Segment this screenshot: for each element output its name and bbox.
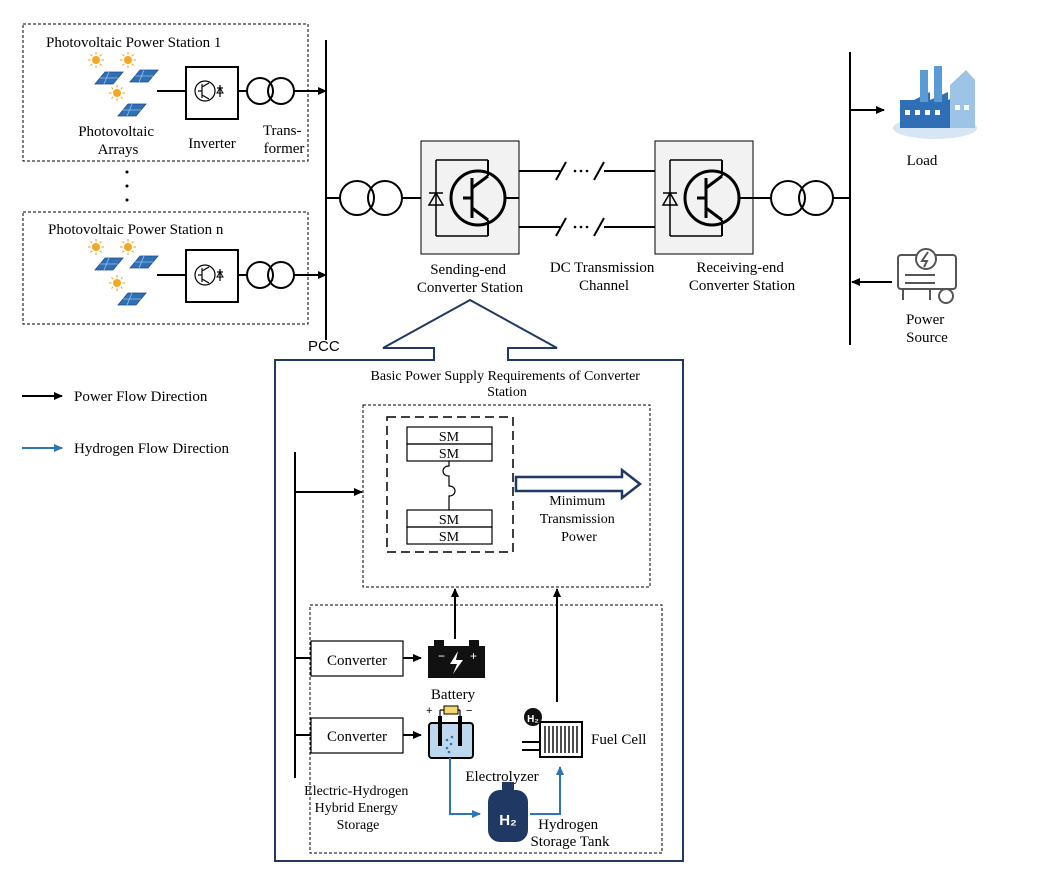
pcc-label: PCC [308, 338, 340, 355]
sending-end-label-line2: Converter Station [417, 280, 524, 296]
converter-1-label: Converter [327, 653, 387, 669]
minimum-transmission-line2: Transmission [540, 512, 615, 527]
receiving-end-converter: Receiving-end Converter Station [654, 140, 796, 294]
load-label: Load [907, 153, 938, 169]
sm-label-3: SM [439, 513, 460, 528]
receiving-end-label-line1: Receiving-end [696, 260, 784, 276]
transformer-label: Trans- former [263, 123, 305, 157]
electrolyzer-icon: + − [426, 705, 474, 759]
detail-title: Basic Power Supply Requirements of Conve… [371, 369, 644, 400]
legend: Power Flow Direction Hydrogen Flow Direc… [22, 389, 229, 457]
minimum-transmission-arrow [514, 467, 643, 501]
pv-arrays-label: Photovoltaic Arrays [78, 124, 158, 158]
fuel-cell-h2-symbol: H₂ [527, 714, 539, 725]
sending-end-converter: Sending-end Converter Station [417, 140, 524, 296]
svg-text:+: + [470, 649, 477, 663]
inverter-n-icon [194, 264, 224, 286]
dc-channel-label-line2: Channel [579, 278, 629, 294]
power-source-label-line1: Power [906, 312, 944, 328]
minimum-transmission-line3: Power [561, 530, 597, 545]
fuel-cell-label: Fuel Cell [591, 732, 646, 748]
pv-station-1-title: Photovoltaic Power Station 1 [46, 35, 221, 51]
inverter-label: Inverter [188, 136, 235, 152]
receiving-end-label-line2: Converter Station [689, 278, 796, 294]
converter-2-label: Converter [327, 729, 387, 745]
detail-callout-frame [274, 298, 684, 862]
transformer-n-icon [246, 261, 295, 289]
hydrogen-tank-icon: H₂ [488, 782, 528, 842]
sm-connector-icon [442, 461, 456, 510]
hybrid-storage-label-line2: Hybrid Energy [315, 801, 398, 816]
legend-power-label: Power Flow Direction [74, 389, 208, 405]
pv-station-1-frame [22, 23, 309, 162]
mmc-frame [362, 404, 651, 588]
factory-icon [893, 66, 977, 139]
tank-to-fuelcell-flow [530, 766, 564, 815]
pv-arrays-label-line1: Photovoltaic [78, 124, 154, 140]
pv-array-n-icon [87, 238, 159, 306]
fuel-cell-icon: H₂ [522, 708, 583, 758]
inverter-1-icon [194, 80, 224, 102]
transformer-1-icon [246, 77, 295, 105]
dc-channel-label: DC Transmission Channel [550, 260, 658, 294]
transformer-label-line1: Trans- [263, 123, 302, 139]
svg-text:−: − [466, 705, 472, 717]
sending-end-label-line1: Sending-end [430, 262, 506, 278]
legend-hydrogen-label: Hydrogen Flow Direction [74, 441, 229, 457]
detail-title-line2: Station [487, 385, 527, 400]
hybrid-storage-label-line1: Electric-Hydrogen [304, 784, 408, 799]
storage-frame [309, 604, 663, 854]
pv-station-n-title: Photovoltaic Power Station n [48, 222, 224, 238]
hybrid-storage-label-line3: Storage [337, 818, 380, 833]
minimum-transmission-line1: Minimum [549, 494, 605, 509]
battery-icon: − + [428, 640, 485, 678]
dc-channel-label-line1: DC Transmission [550, 260, 655, 276]
receiving-end-igbt-icon [661, 159, 753, 237]
receiving-transformer-icon [770, 180, 834, 216]
sending-end-igbt-icon [427, 159, 519, 237]
svg-text:−: − [438, 649, 445, 663]
hybrid-storage-label: Electric-Hydrogen Hybrid Energy Storage [304, 784, 412, 833]
transformer-label-line2: former [264, 141, 305, 157]
battery-label: Battery [431, 687, 476, 703]
pv-station-1: Photovoltaic Power Station 1 Photovoltai… [22, 23, 327, 162]
station-ellipsis [125, 170, 129, 202]
power-source-icon [897, 248, 957, 304]
h2-tank-label: Hydrogen Storage Tank [530, 817, 610, 850]
pv-array-1-icon [87, 51, 159, 117]
detail-title-line1: Basic Power Supply Requirements of Conve… [371, 369, 641, 384]
inverter-n-box [185, 249, 239, 303]
sending-transformer-icon [339, 180, 403, 216]
pv-arrays-label-line2: Arrays [98, 142, 139, 158]
dc-transmission-channel: DC Transmission Channel [519, 161, 658, 294]
power-source-label-line2: Source [906, 330, 948, 346]
electrolyzer-to-tank-flow [449, 758, 481, 818]
sm-label-4: SM [439, 530, 460, 545]
sm-stack-frame [386, 416, 514, 553]
electrolyzer-label: Electrolyzer [465, 769, 538, 785]
h2-tank-label-line1: Hydrogen [538, 817, 598, 833]
h2-tank-label-line2: Storage Tank [530, 834, 610, 850]
pv-station-n: Photovoltaic Power Station n [22, 211, 327, 325]
svg-text:+: + [426, 705, 432, 717]
receiving-end-label: Receiving-end Converter Station [689, 260, 796, 294]
minimum-transmission-label: Minimum Transmission Power [540, 494, 618, 545]
sm-label-2: SM [439, 447, 460, 462]
sm-label-1: SM [439, 430, 460, 445]
sm-module-4: SM [406, 526, 493, 545]
power-source-label: Power Source [906, 312, 948, 346]
pv-station-n-frame [22, 211, 309, 325]
tank-h2-symbol: H₂ [499, 812, 517, 829]
inverter-1-box [185, 66, 239, 120]
sending-end-label: Sending-end Converter Station [417, 262, 524, 296]
